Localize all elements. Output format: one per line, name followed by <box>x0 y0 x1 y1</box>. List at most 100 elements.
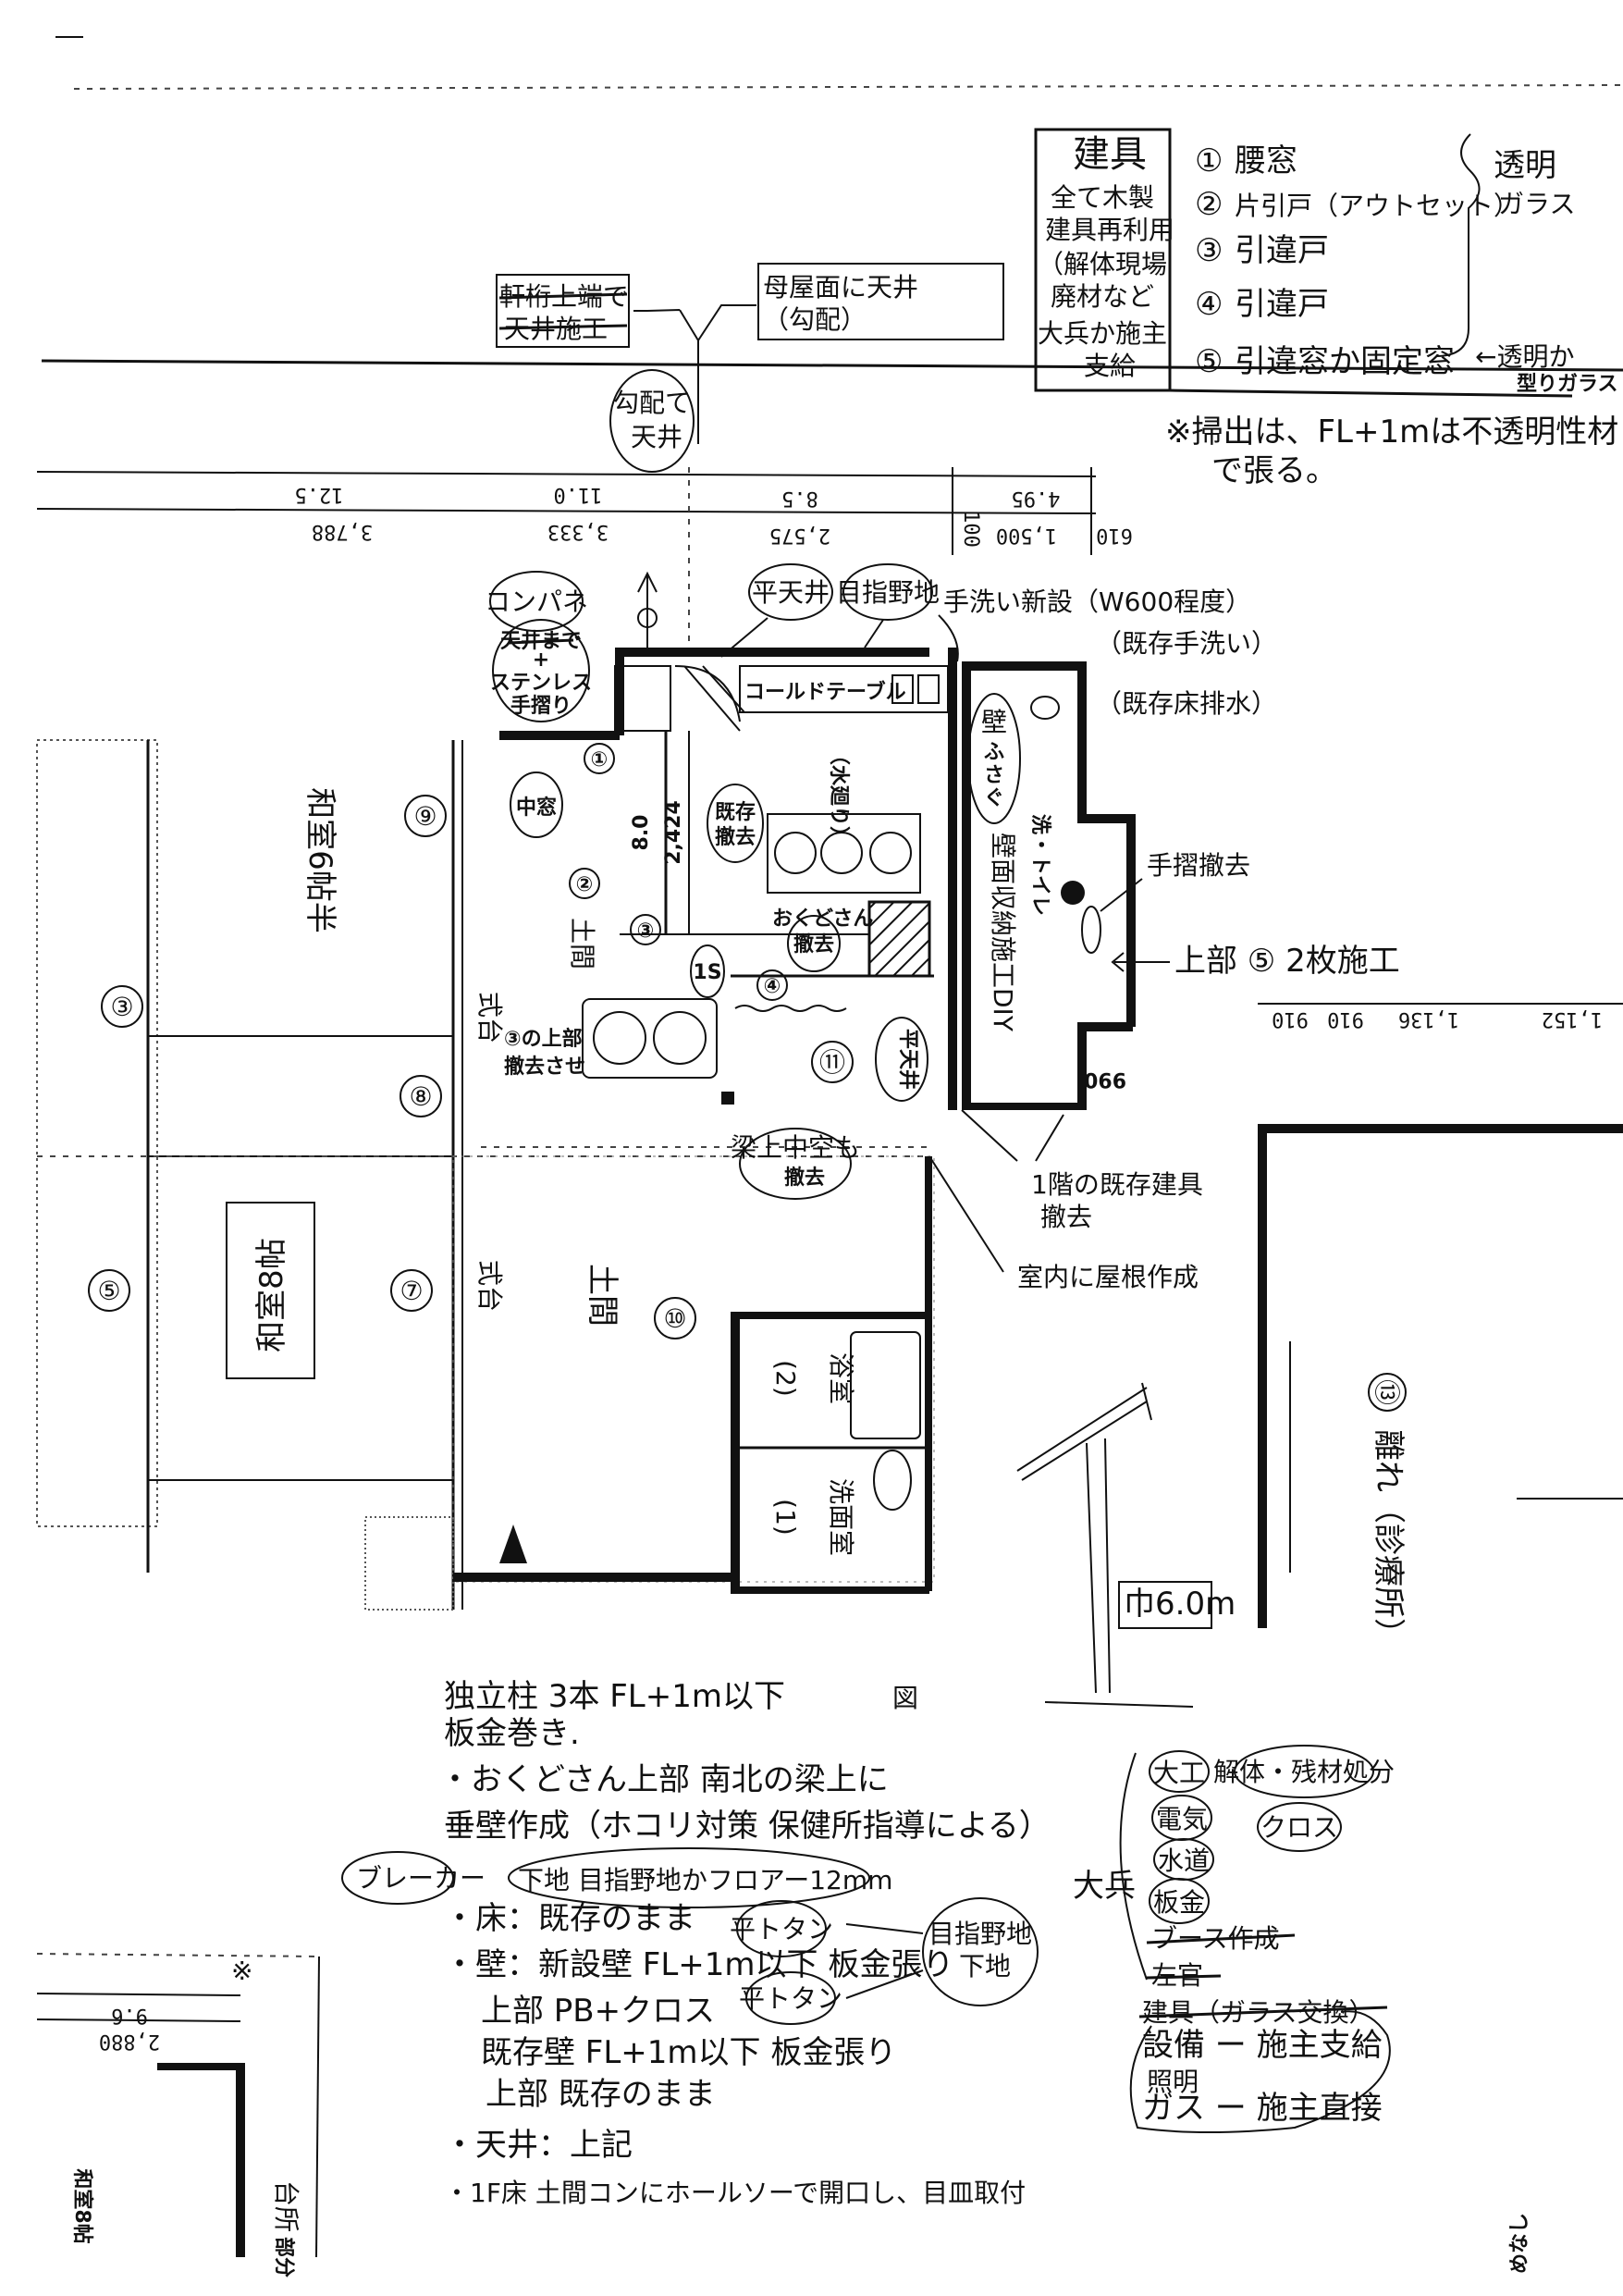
flat-tin-note: 平トタン <box>730 1914 833 1944</box>
legend-note: 全て木製 <box>1051 182 1154 213</box>
existing-note: 既存 <box>715 800 756 824</box>
meji-noji-note: 目指野地 <box>836 577 940 608</box>
circle-note: 天井 <box>631 422 682 452</box>
contractor-item: 水道 <box>1158 1845 1210 1876</box>
circle-note: 勾配て <box>613 388 691 418</box>
legend-item-label: 片引戸（アウトセット） <box>1235 191 1519 221</box>
glass-note: ガラス <box>1498 189 1575 219</box>
okudosan-label: おくどさん <box>772 907 873 931</box>
base-note: 下地 目指野地かフロアー12mm <box>518 1865 892 1895</box>
mark-1-paren: (1) <box>770 1499 801 1536</box>
note-line: ・壁：新設壁 FL+1m以下 板金張り <box>444 1946 953 1983</box>
dimension-label: 910 <box>1272 1007 1309 1031</box>
dimension-label: 8.0 <box>630 815 653 851</box>
upper-5-note: 上部 ⑤ 2枚施工 <box>1174 943 1400 980</box>
beam-note: 梁上中空も <box>731 1132 860 1163</box>
contractor-list: 大兵 大工 電気 水道 板金 ブース作成 左官 建具（ガラス交換） 設備 ー 施… <box>1073 1745 1395 2133</box>
existing-handwash-note: （既存手洗い） <box>1096 628 1277 659</box>
room-label-shikidai: 式台 <box>474 1260 505 1312</box>
existing-drain-note: （既存床排水） <box>1096 688 1277 719</box>
legend-underline <box>1169 389 1573 398</box>
roof-inside-note: 室内に屋根作成 <box>1017 1262 1199 1292</box>
dimension-label: 4.95 <box>1012 487 1061 510</box>
stainless-note: ステンレス <box>490 672 592 695</box>
note-line: 上部 既存のまま <box>486 2076 716 2113</box>
dimension-label: 1,152 <box>1542 1007 1603 1031</box>
contractor-equipment: 設備 ー 施主支給 <box>1142 2027 1383 2064</box>
mark-1: ① <box>591 748 609 772</box>
dimension-label: 1,136 <box>1398 1007 1459 1031</box>
water-area-label: （水廻り） <box>827 745 850 846</box>
dimension-label: 3,788 <box>312 520 373 543</box>
flat-tin-note: 平トタン <box>739 1983 842 2014</box>
flat-ceiling-note: 平天井 <box>752 577 830 608</box>
north-arrow-icon <box>499 1524 527 1563</box>
strikethrough <box>498 292 628 300</box>
dimension-label: 610 <box>1096 524 1133 547</box>
inset-room-label: 和室8帖 <box>70 2168 94 2243</box>
tree-sketch: 巾6.0m <box>1016 1382 1236 1708</box>
doma-label: 土間 <box>584 1264 621 1327</box>
right-note-box <box>757 263 1004 340</box>
glass-alt-note: ←透明か <box>1475 341 1574 372</box>
room-label-shikidai: 式台 <box>474 992 505 1043</box>
dimension-label: 3,333 <box>547 520 609 543</box>
note-line: 板金巻き. <box>444 1715 580 1752</box>
mark-9: ⑨ <box>413 801 436 832</box>
dimension-label: 910 <box>1327 1007 1364 1031</box>
fittings-legend: 建具 全て木製 建具再利用 （解体現場 廃材など 大兵か施主 支給 ① 腰窓 ②… <box>1034 128 1618 398</box>
legend-title: 建具 <box>1073 133 1147 176</box>
doma-label: 土間 <box>567 918 597 969</box>
toilet-label: 洗・トイレ <box>1028 814 1051 916</box>
plus-sign: + <box>533 648 549 672</box>
note-line: 垂壁作成（ホコリ対策 保健所指導による） <box>444 1808 1051 1845</box>
note-line: ・天井：上記 <box>444 2127 633 2164</box>
handrail-remove-note: 手摺撤去 <box>1147 850 1250 881</box>
toilet-annex: 壁 ふ さ ぐ 壁面収納施工DIY 洗・トイレ <box>962 661 1136 1110</box>
left-rooms: 和室6帖半 和室8帖 式台 式台 ⑨ ③ ⑧ ⑤ ⑦ <box>36 739 925 1611</box>
legend-note: 廃材など <box>1051 281 1154 312</box>
dimension-label: 100 <box>959 511 982 548</box>
wall-close-note: さ <box>984 764 1004 787</box>
meji-base-note: 目指野地 <box>928 1919 1032 1949</box>
right-note: 母屋面に天井 <box>763 272 918 302</box>
legend-item-label: 引違戸 <box>1235 232 1329 269</box>
mark-3: ③ <box>110 992 133 1022</box>
beam-note: 撤去 <box>784 1166 825 1190</box>
dimension-rows: 12.5 11.0 8.5 4.95 3,788 3,333 2,575 100… <box>36 467 1133 648</box>
contractor-gas: ガス ー 施主直接 <box>1142 2090 1383 2127</box>
wall-storage-note: 壁面収納施工DIY <box>988 833 1018 1032</box>
ceiling-section-line <box>41 359 1623 372</box>
one-s-note: 1S <box>693 961 721 984</box>
inset-kitchen-label: 台所 <box>271 2180 301 2232</box>
mark-4: ④ <box>764 975 781 998</box>
contractor-item: 板金 <box>1153 1887 1205 1918</box>
glass-alt-note: 型りガラス <box>1517 373 1618 396</box>
konpane-note: コンパネ <box>485 586 588 617</box>
legend-brace <box>1435 133 1481 357</box>
legend-item-num: ④ <box>1195 286 1223 323</box>
dimension-label: 8.5 <box>781 487 818 510</box>
note-line: 上部 PB+クロス <box>481 1993 715 2030</box>
mark-5: ⑤ <box>97 1276 120 1306</box>
fixed-note: ※掃出は、FL+1mは不透明性材 <box>1165 414 1618 451</box>
legend-box <box>1034 128 1172 392</box>
remove-existing-note: 撤去 <box>1040 1202 1092 1232</box>
legend-item-num: ⑤ <box>1195 343 1223 380</box>
wall-close-note: ふ <box>984 741 1004 764</box>
footer-note: めなし <box>1508 2213 1531 2274</box>
dimension-label: 12.5 <box>295 483 344 506</box>
right-note: （勾配） <box>763 304 867 335</box>
legend-item-num: ③ <box>1195 232 1223 269</box>
mark-10: ⑩ <box>663 1303 686 1334</box>
legend-note: 大兵か施主 <box>1038 318 1167 349</box>
width-note: 巾6.0m <box>1124 1586 1236 1623</box>
note-line: ・床：既存のまま <box>444 1900 695 1937</box>
note-line: 独立柱 3本 FL+1m以下 <box>444 1678 785 1715</box>
dimension-label: 1,500 <box>996 524 1057 547</box>
fixed-note: で張る。 <box>1211 452 1337 489</box>
contractor-lighting: 照明 <box>1147 2067 1199 2097</box>
mark-2: ② <box>576 873 594 896</box>
note-line: ・おくどさん上部 南北の梁上に <box>439 1761 889 1798</box>
ceiling-notes: 軒桁上端で 天井施工 母屋面に天井 （勾配） 勾配て 天井 <box>496 263 1004 473</box>
